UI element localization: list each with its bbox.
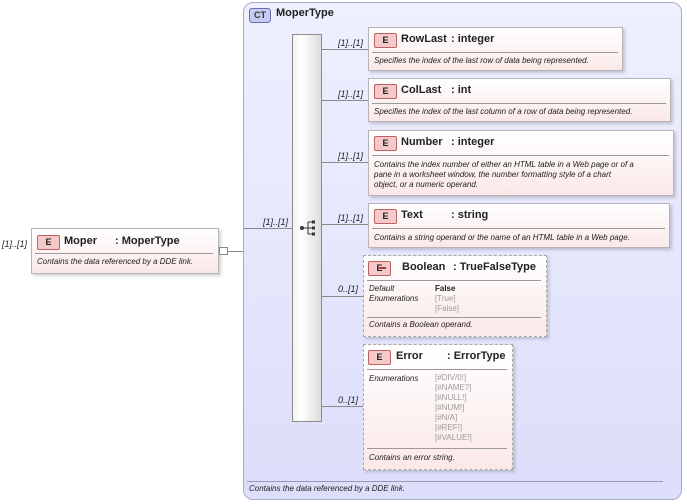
element-number[interactable]: E Number : integer Contains the index nu… (368, 130, 674, 196)
enumeration-value: [#NUM!] (435, 403, 465, 412)
complex-type-title: MoperType (276, 7, 334, 19)
divider (372, 52, 618, 53)
connector-line (228, 251, 243, 252)
divider (372, 103, 666, 104)
connector-line (322, 224, 368, 225)
divider (367, 369, 507, 370)
element-doc: Contains the data referenced by a DDE li… (37, 257, 194, 266)
element-cardinality: [1]..[1] (338, 89, 364, 99)
element-name: Moper (64, 235, 97, 247)
enumeration-value: [#NULL!] (435, 393, 467, 402)
element-doc: pane in a worksheet window, the number f… (374, 170, 612, 179)
element-type: : int (451, 84, 472, 96)
divider (372, 228, 665, 229)
element-name: Error (396, 350, 423, 362)
element-badge-icon: E (374, 136, 397, 151)
element-rowlast[interactable]: E RowLast : integer Specifies the index … (368, 27, 623, 71)
element-name: Text (401, 209, 423, 221)
enumeration-value: [#DIV/0!] (435, 373, 467, 382)
element-doc: Contains the index number of either an H… (374, 160, 634, 169)
element-text[interactable]: E Text : string Contains a string operan… (368, 203, 670, 248)
element-name: ColLast (401, 84, 442, 96)
connector-line (322, 100, 368, 101)
connector-line (322, 296, 363, 297)
default-value: False (435, 284, 456, 293)
element-doc: Specifies the index of the last column o… (374, 107, 633, 116)
element-cardinality: 0..[1] (338, 395, 359, 405)
element-badge-icon: E (374, 209, 397, 224)
element-name: Number (401, 136, 443, 148)
element-cardinality: [1]..[1] (338, 151, 364, 161)
connector-line (243, 228, 292, 229)
element-badge-icon: E (368, 350, 391, 365)
divider (367, 280, 541, 281)
element-type: : integer (451, 136, 495, 148)
divider (247, 481, 663, 482)
element-name: Boolean (402, 261, 446, 273)
element-doc: Specifies the index of the last row of d… (374, 56, 589, 65)
root-cardinality: [1]..[1] (2, 239, 28, 249)
enumeration-value: [False] (435, 304, 460, 313)
element-type: : string (451, 209, 489, 221)
element-doc: Contains an error string. (369, 453, 455, 462)
enumeration-value: [#NAME?] (435, 383, 472, 392)
element-doc: Contains a Boolean operand. (369, 320, 473, 329)
element-badge-icon: E (368, 261, 391, 276)
element-moper[interactable]: E Moper : MoperType Contains the data re… (31, 228, 219, 274)
enumeration-value: [#VALUE!] (435, 433, 472, 442)
element-badge-icon: E (37, 235, 60, 250)
connector-line (322, 406, 363, 407)
connector-line (322, 49, 368, 50)
element-cardinality: [1]..[1] (338, 213, 364, 223)
element-type: : ErrorType (447, 350, 506, 362)
complex-type-badge-icon: CT (249, 8, 271, 23)
divider (367, 317, 541, 318)
default-label: Default (369, 284, 395, 293)
enumeration-value: [True] (435, 294, 456, 303)
divider (372, 155, 669, 156)
divider (35, 253, 213, 254)
element-doc: object, or a numeric operand. (374, 180, 479, 189)
collapse-toggle-icon[interactable] (219, 247, 228, 255)
element-name: RowLast (401, 33, 447, 45)
element-doc: Contains a string operand or the name of… (374, 233, 630, 242)
connector-line (322, 162, 368, 163)
element-cardinality: [1]..[1] (338, 38, 364, 48)
element-boolean[interactable]: E Boolean : TrueFalseType Default False … (363, 255, 547, 337)
enumerations-label: Enumerations (369, 374, 419, 383)
element-type: : integer (451, 33, 495, 45)
enumeration-value: [#N/A] (435, 413, 458, 422)
enumeration-value: [#REF!] (435, 423, 463, 432)
element-type: : TrueFalseType (453, 261, 536, 273)
complex-type-doc: Contains the data referenced by a DDE li… (249, 484, 406, 493)
element-type: : MoperType (115, 235, 180, 247)
sequence-compositor-icon (300, 220, 315, 236)
element-badge-icon: E (374, 84, 397, 99)
element-error[interactable]: E Error : ErrorType Enumerations [#DIV/0… (363, 344, 513, 470)
enumerations-label: Enumerations (369, 294, 419, 303)
element-badge-icon: E (374, 33, 397, 48)
simple-content-icon (380, 267, 386, 269)
divider (367, 448, 507, 449)
element-cardinality: 0..[1] (338, 284, 359, 294)
element-collast[interactable]: E ColLast : int Specifies the index of t… (368, 78, 671, 122)
sequence-cardinality: [1]..[1] (263, 217, 289, 227)
